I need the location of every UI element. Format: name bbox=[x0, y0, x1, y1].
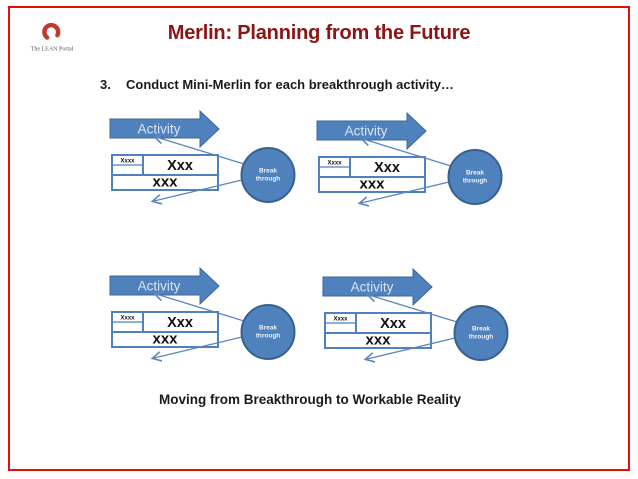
table-cell-small: Xxxx bbox=[120, 316, 135, 322]
connector-to-bottom bbox=[363, 337, 456, 363]
connector-to-bottom bbox=[150, 336, 243, 362]
connector-to-arrow bbox=[152, 290, 245, 322]
breakthrough-circle bbox=[240, 147, 296, 203]
table-cell-small: Xxxx bbox=[333, 317, 348, 323]
activity-arrow bbox=[109, 109, 220, 149]
heading-text: Conduct Mini-Merlin for each breakthroug… bbox=[126, 77, 454, 92]
table-cell-small: Xxxx bbox=[327, 161, 342, 167]
breakthrough-circle bbox=[240, 304, 296, 360]
heading-number: 3. bbox=[100, 77, 111, 92]
connector-to-arrow bbox=[152, 133, 245, 165]
breakthrough-label-line1: Break bbox=[259, 325, 277, 332]
activity-table bbox=[324, 312, 432, 349]
bottom-caption: Moving from Breakthrough to Workable Rea… bbox=[158, 392, 462, 407]
activity-table bbox=[318, 156, 426, 193]
crescent-icon bbox=[42, 22, 61, 40]
slide-title: Merlin: Planning from the Future bbox=[167, 22, 471, 44]
table-cell-main: Xxx bbox=[167, 315, 193, 331]
mini-merlin-group-3: Activity Xxxx Xxx xxx Break through bbox=[109, 266, 296, 362]
activity-table bbox=[111, 311, 219, 348]
table-cell-bottom: xxx bbox=[359, 176, 385, 193]
table-cell-small: Xxxx bbox=[120, 159, 135, 165]
table-cell-main: Xxx bbox=[167, 158, 193, 174]
activity-arrow bbox=[322, 267, 433, 307]
connector-to-arrow bbox=[365, 291, 458, 323]
activity-arrow-label: Activity bbox=[351, 280, 394, 295]
mini-merlin-group-2: Activity Xxxx Xxx xxx Break through bbox=[316, 111, 503, 207]
table-cell-bottom: xxx bbox=[152, 174, 178, 191]
activity-arrow-label: Activity bbox=[138, 279, 181, 294]
activity-arrow-label: Activity bbox=[138, 122, 181, 137]
breakthrough-label-line2: through bbox=[469, 334, 494, 341]
activity-arrow bbox=[109, 266, 220, 306]
lean-portal-logo: The LEAN Portal bbox=[31, 22, 74, 53]
table-cell-bottom: xxx bbox=[365, 332, 391, 349]
connector-to-bottom bbox=[150, 179, 243, 205]
activity-table bbox=[111, 154, 219, 191]
breakthrough-label-line2: through bbox=[256, 176, 281, 183]
breakthrough-circle bbox=[447, 149, 503, 205]
table-cell-main: Xxx bbox=[374, 160, 400, 176]
activity-arrow-label: Activity bbox=[345, 124, 388, 139]
mini-merlin-group-1: Activity Xxxx Xxx xxx Break through bbox=[109, 109, 296, 205]
breakthrough-label-line1: Break bbox=[466, 170, 484, 177]
logo-text: The LEAN Portal bbox=[31, 47, 74, 53]
mini-merlin-group-4: Activity Xxxx Xxx xxx Break through bbox=[322, 267, 509, 363]
heading: 3. Conduct Mini-Merlin for each breakthr… bbox=[100, 77, 454, 92]
table-cell-bottom: xxx bbox=[152, 331, 178, 348]
activity-arrow bbox=[316, 111, 427, 151]
breakthrough-circle bbox=[453, 305, 509, 361]
breakthrough-label-line1: Break bbox=[259, 168, 277, 175]
breakthrough-label-line1: Break bbox=[472, 326, 490, 333]
table-cell-main: Xxx bbox=[380, 316, 406, 332]
connector-to-bottom bbox=[357, 181, 450, 207]
breakthrough-label-line2: through bbox=[463, 178, 488, 185]
breakthrough-label-line2: through bbox=[256, 333, 281, 340]
connector-to-arrow bbox=[359, 135, 452, 167]
